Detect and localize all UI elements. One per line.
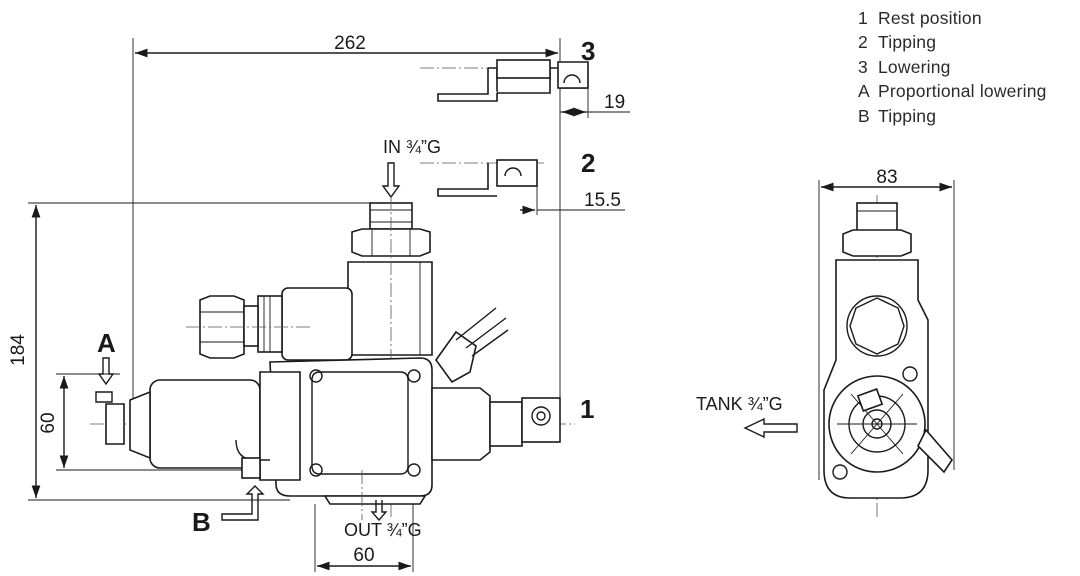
port-b-label: B [192,507,211,537]
out-port: OUT ¾”G 60 [314,500,422,572]
lever-position-3: 19 3 [420,36,630,118]
dim-60-horizontal-label: 60 [353,545,374,566]
lever-position-2: 15.5 2 [420,148,625,215]
dimension-height: 184 [8,202,390,501]
solenoid-coil-lower [95,371,301,481]
port-a-label: A [97,328,116,358]
solenoid-coil-upper [186,287,353,361]
dim-262-label: 262 [334,33,366,54]
position-1-label: 1 [580,394,594,424]
dim-83-label: 83 [876,167,897,188]
in-fitting [347,195,433,520]
tank-port-label: TANK ¾”G [696,394,783,414]
out-port-label: OUT ¾”G [344,520,422,540]
dim-15-5-label: 15.5 [584,190,621,211]
tank-port: TANK ¾”G [696,394,798,439]
port-b: B [192,485,265,537]
dim-184-label: 184 [8,334,29,366]
dimension-overall-width: 262 [132,33,561,425]
lever-position-1: 1 [431,387,594,461]
side-view: 83 TANK ¾”G [696,167,955,520]
dimension-side-width: 83 [818,167,955,480]
position-2-label: 2 [581,148,595,178]
position-3-label: 3 [581,36,595,66]
electrical-connector [435,307,509,384]
valve-body [269,357,433,520]
in-port-label: IN ¾”G [383,137,441,157]
dim-60-vertical-label: 60 [38,412,59,433]
front-view: 262 19 3 15.5 2 [8,33,630,572]
in-port: IN ¾”G [381,137,441,199]
dim-19-label: 19 [604,92,625,113]
port-a: A [97,328,116,386]
